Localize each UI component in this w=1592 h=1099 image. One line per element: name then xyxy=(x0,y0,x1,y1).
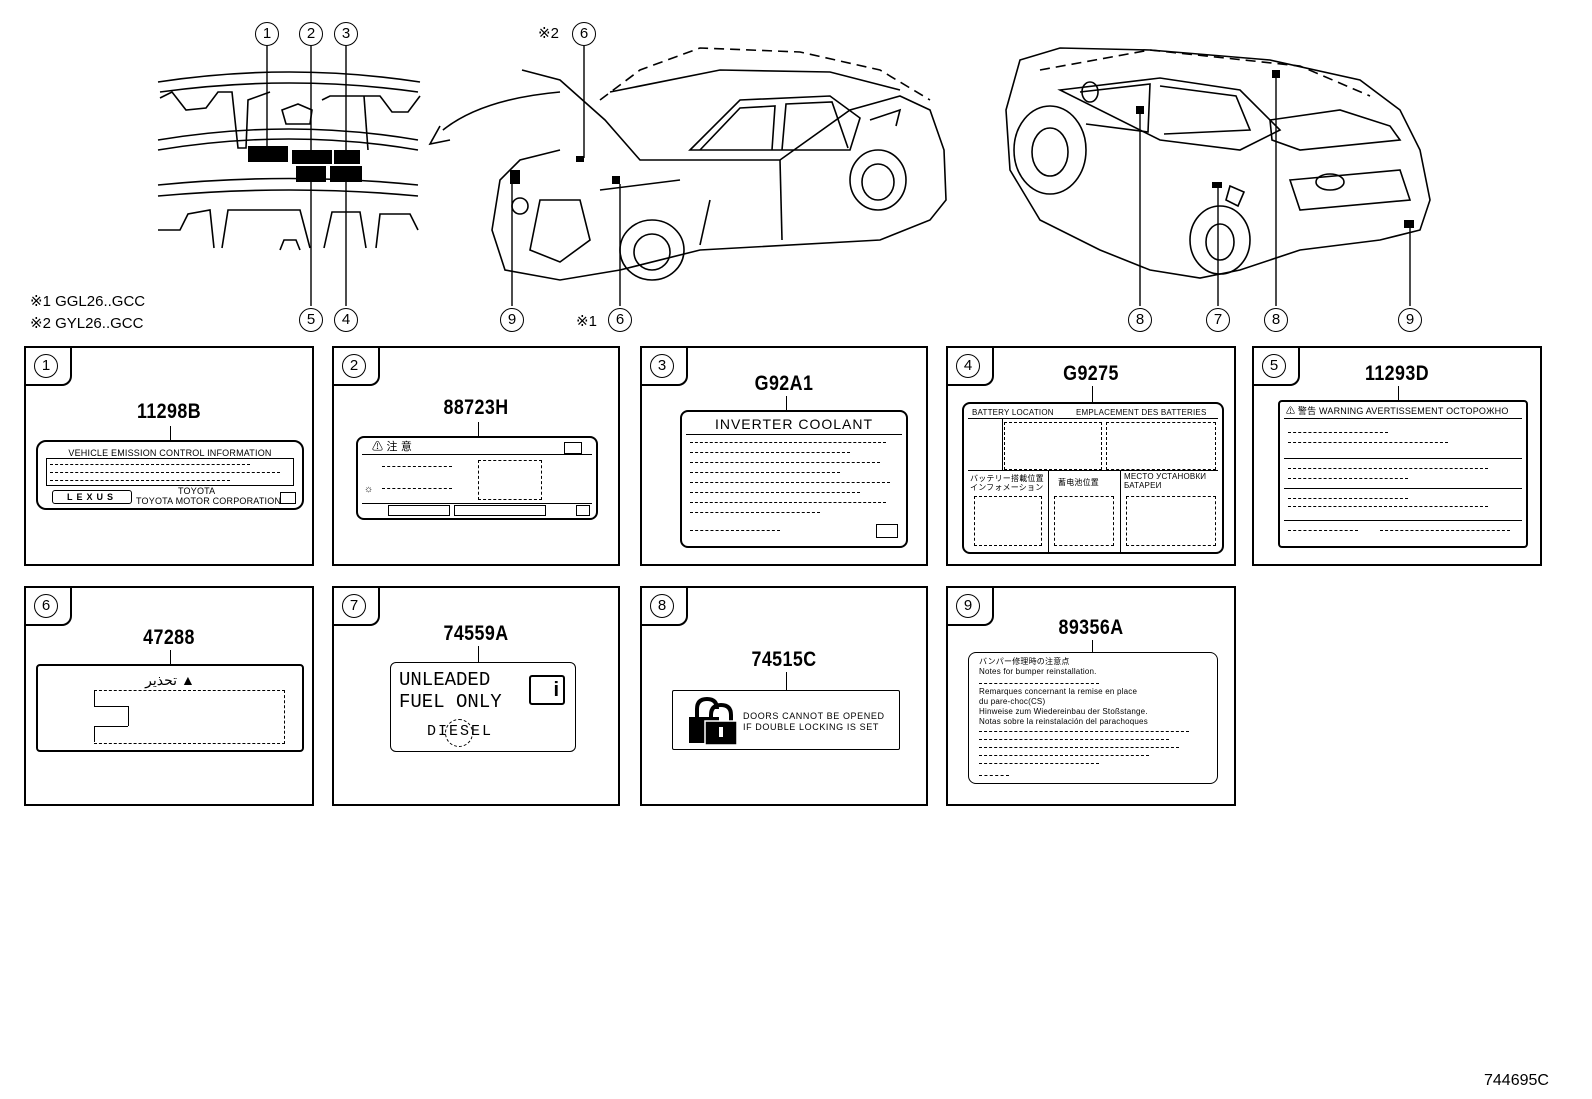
note-ggl26: ※1 GGL26..GCC xyxy=(30,293,146,310)
panel-number: 3 xyxy=(650,354,674,378)
panel-tab: 3 xyxy=(642,348,688,386)
top-illustrations xyxy=(157,46,1431,306)
panel-number: 8 xyxy=(650,594,674,618)
warning-label: ⚠ 警告 WARNING AVERTISSEMENT OCTOPOЖHO xyxy=(1278,400,1528,548)
manual-info-icon: i xyxy=(529,675,565,705)
caution-label: ⚠ 注 意 ☼ xyxy=(356,436,598,520)
front-car-drawing xyxy=(491,47,947,281)
part-number: G92A1 xyxy=(754,372,814,395)
hood-underside-drawing xyxy=(157,71,421,251)
panel-tab: 6 xyxy=(26,588,72,626)
hood-arrow xyxy=(431,91,561,141)
panel-number: 9 xyxy=(956,594,980,618)
panel-tab: 8 xyxy=(642,588,688,626)
panel-tab: 4 xyxy=(948,348,994,386)
panel-5: 5 11293D ⚠ 警告 WARNING AVERTISSEMENT OCTO… xyxy=(1252,346,1542,566)
panel-number: 7 xyxy=(342,594,366,618)
part-number: 88723H xyxy=(443,396,509,419)
panel-3: 3 G92A1 INVERTER COOLANT xyxy=(640,346,928,566)
panel-number: 6 xyxy=(34,594,58,618)
panel-number: 2 xyxy=(342,354,366,378)
panel-9: 9 89356A バンパー修理時の注意点 Notes for bumper re… xyxy=(946,586,1236,806)
part-number: 11293D xyxy=(1364,362,1430,385)
callout-1-top: 1 xyxy=(255,22,279,46)
part-number: 47288 xyxy=(143,626,195,649)
panel-6: 6 47288 تحذير ▲ xyxy=(24,586,314,806)
callout-8-left: 8 xyxy=(1128,308,1152,332)
panel-1: 1 11298B VEHICLE EMISSION CONTROL INFORM… xyxy=(24,346,314,566)
callout-4-bottom: 4 xyxy=(334,308,358,332)
emission-label: VEHICLE EMISSION CONTROL INFORMATION LEX… xyxy=(36,440,304,510)
panel-2: 2 88723H ⚠ 注 意 ☼ xyxy=(332,346,620,566)
part-number: 74559A xyxy=(443,622,509,645)
callout-6-bottom: 6 xyxy=(608,308,632,332)
callout-9-rear: 9 xyxy=(1398,308,1422,332)
panel-number: 1 xyxy=(34,354,58,378)
battery-location-label: BATTERY LOCATION EMPLACEMENT DES BATTERI… xyxy=(962,402,1224,554)
part-number: 89356A xyxy=(1058,616,1124,639)
arabic-warning-label: تحذير ▲ xyxy=(36,664,304,752)
bumper-notes-label: バンパー修理時の注意点 Notes for bumper reinstallat… xyxy=(968,652,1218,784)
panel-tab: 9 xyxy=(948,588,994,626)
inverter-coolant-label: INVERTER COOLANT xyxy=(680,410,908,548)
warning-triangle-icon: ▲ xyxy=(180,672,195,688)
callout-6-top: 6 xyxy=(572,22,596,46)
rear-car-drawing xyxy=(1005,47,1431,279)
panel-tab: 7 xyxy=(334,588,380,626)
part-number: 74515C xyxy=(751,648,817,671)
mark-2: ※2 xyxy=(538,25,559,42)
panel-tab: 1 xyxy=(26,348,72,386)
panel-tab: 2 xyxy=(334,348,380,386)
panel-tab: 5 xyxy=(1254,348,1300,386)
callout-2-top: 2 xyxy=(299,22,323,46)
part-number: 11298B xyxy=(136,400,202,423)
callout-3-top: 3 xyxy=(334,22,358,46)
panel-number: 5 xyxy=(1262,354,1286,378)
padlock-icon xyxy=(689,697,738,746)
callout-8-right: 8 xyxy=(1264,308,1288,332)
callout-9-front: 9 xyxy=(500,308,524,332)
callout-7: 7 xyxy=(1206,308,1230,332)
note-gyl26: ※2 GYL26..GCC xyxy=(30,315,144,332)
diagram-code: 744695C xyxy=(1484,1072,1549,1089)
mark-1: ※1 xyxy=(576,313,597,330)
panel-4: 4 G9275 BATTERY LOCATION EMPLACEMENT DES… xyxy=(946,346,1236,566)
callout-5-bottom: 5 xyxy=(299,308,323,332)
panel-number: 4 xyxy=(956,354,980,378)
part-number: G9275 xyxy=(1063,362,1119,385)
lexus-logo: LEXUS xyxy=(52,490,132,504)
